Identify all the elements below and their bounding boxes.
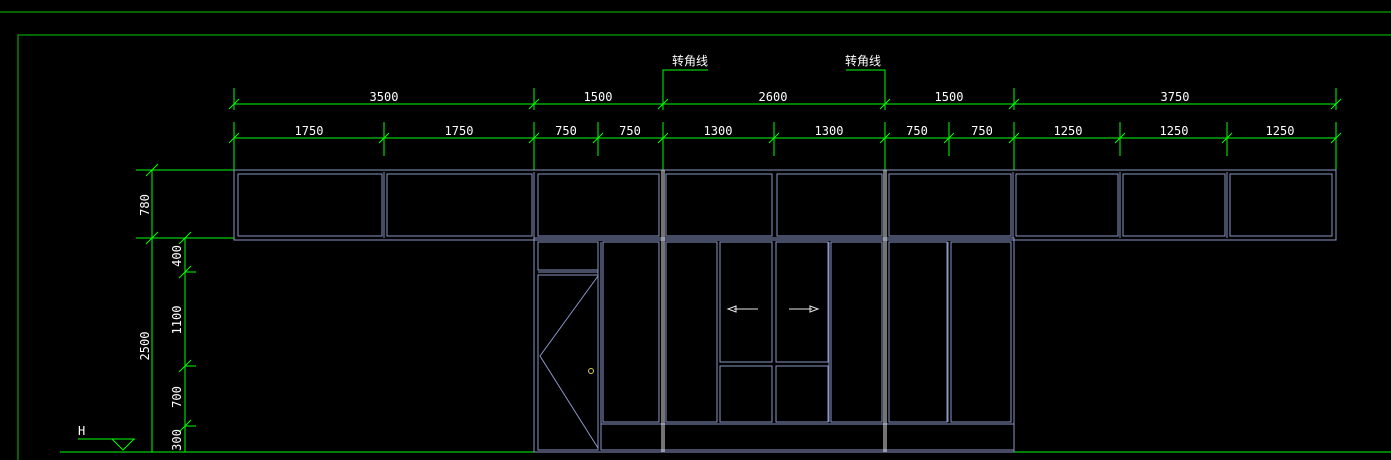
dim-top-3: 2600 <box>759 90 788 104</box>
left-dimension-chain: 780 2500 400 1100 700 300 <box>136 163 234 452</box>
slide-right-arrow-icon <box>789 305 820 313</box>
dim-left-part-3: 700 <box>170 386 184 408</box>
dim-sub-7: 750 <box>906 124 928 138</box>
corner-line-label-2: 转角线 <box>845 53 881 68</box>
dim-left-part-1: 400 <box>170 245 184 267</box>
door-knob-icon <box>588 368 594 374</box>
dim-left-part-4: 300 <box>170 429 184 451</box>
dim-top-4: 1500 <box>935 90 964 104</box>
dim-sub-2: 1750 <box>445 124 474 138</box>
slide-left-arrow-icon <box>726 305 758 313</box>
dim-sub-9: 1250 <box>1054 124 1083 138</box>
top-dimension-chain: 3500 1500 2600 1500 3750 <box>228 88 1342 110</box>
sub-dimension-chain: 1750 1750 750 750 1300 1300 750 750 1250… <box>228 122 1342 156</box>
dim-top-5: 3750 <box>1161 90 1190 104</box>
dim-sub-1: 1750 <box>295 124 324 138</box>
dim-left-part-2: 1100 <box>170 306 184 335</box>
corner-line-marker-2: 转角线 <box>845 53 886 100</box>
corner-line-marker-1: 转角线 <box>662 53 708 100</box>
dim-top-1: 3500 <box>370 90 399 104</box>
dim-top-2: 1500 <box>584 90 613 104</box>
level-mark: H <box>78 424 136 451</box>
lower-cabinets <box>533 237 1015 453</box>
dim-left-total: 2500 <box>138 332 152 361</box>
dim-sub-6: 1300 <box>815 124 844 138</box>
dim-sub-11: 1250 <box>1266 124 1295 138</box>
dim-sub-10: 1250 <box>1160 124 1189 138</box>
dim-sub-5: 1300 <box>704 124 733 138</box>
level-mark-label: H <box>78 424 85 438</box>
corner-line-label-1: 转角线 <box>672 53 708 68</box>
dim-left-upper: 780 <box>138 194 152 216</box>
dim-sub-4: 750 <box>619 124 641 138</box>
upper-cabinets <box>233 169 1337 241</box>
dim-sub-3: 750 <box>555 124 577 138</box>
dim-sub-8: 750 <box>971 124 993 138</box>
corner-lines <box>661 170 887 452</box>
viewport-frame <box>0 11 1391 460</box>
extension-lines <box>233 138 1337 170</box>
